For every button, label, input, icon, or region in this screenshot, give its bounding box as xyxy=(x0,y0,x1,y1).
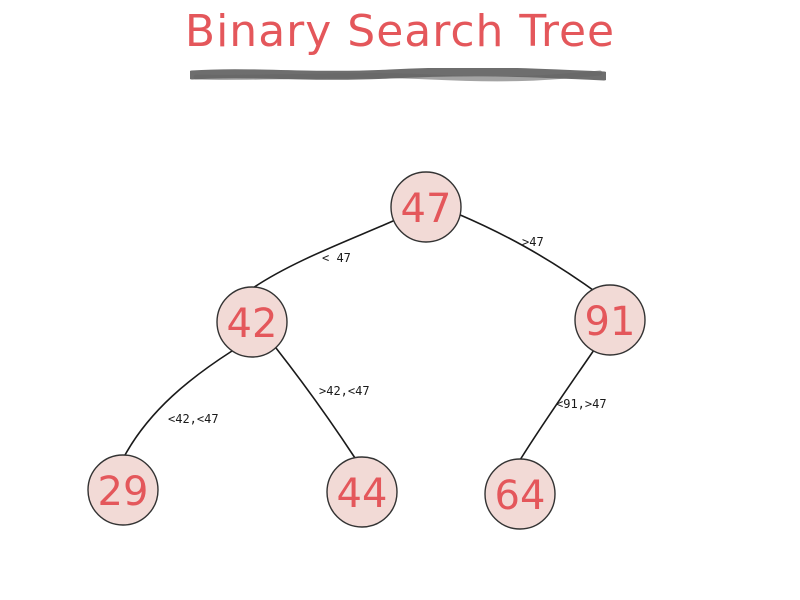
edge-label-42-44: >42,<47 xyxy=(319,384,370,398)
edge-label-47-42: < 47 xyxy=(322,251,351,265)
node-42: 42 xyxy=(216,286,288,358)
edge-47-42 xyxy=(249,220,394,291)
node-value: 29 xyxy=(98,469,149,515)
edge-47-91 xyxy=(457,213,601,296)
node-value: 47 xyxy=(401,186,452,232)
node-29: 29 xyxy=(87,454,159,526)
node-91: 91 xyxy=(574,284,646,356)
node-47: 47 xyxy=(390,171,462,243)
node-value: 44 xyxy=(337,471,388,517)
title-underline xyxy=(190,68,606,82)
edge-42-44 xyxy=(275,347,356,459)
edge-label-42-29: <42,<47 xyxy=(168,412,219,426)
edge-42-29 xyxy=(124,350,233,456)
node-64: 64 xyxy=(484,458,556,530)
edge-91-64 xyxy=(519,349,595,461)
node-value: 42 xyxy=(227,301,278,347)
node-44: 44 xyxy=(326,456,398,528)
edge-label-91-64: <91,>47 xyxy=(556,397,607,411)
edge-label-47-91: >47 xyxy=(522,235,544,249)
node-value: 91 xyxy=(585,299,636,345)
diagram-title: Binary Search Tree xyxy=(184,6,616,57)
node-value: 64 xyxy=(495,473,546,519)
